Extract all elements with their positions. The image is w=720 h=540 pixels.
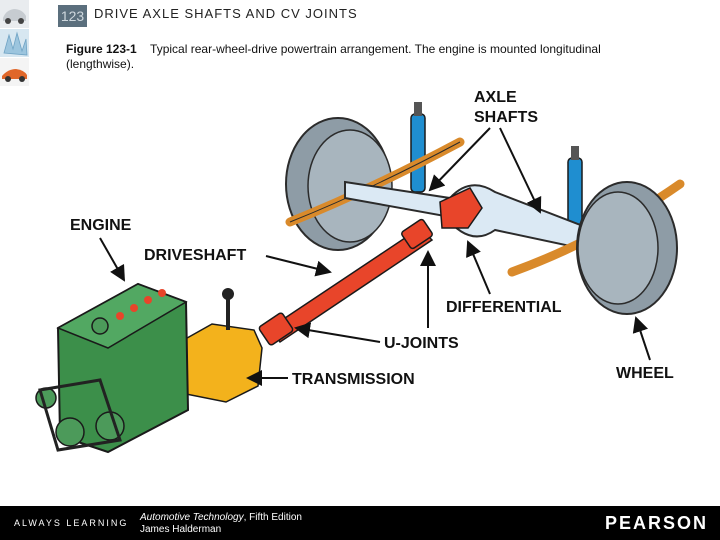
engine-label: ENGINE [70,217,132,234]
book-author: James Halderman [140,524,222,535]
u-joints-label: U-JOINTS [384,335,459,352]
left-shock-absorber [410,102,426,193]
right-rear-wheel [576,181,678,315]
transmission [179,288,263,403]
transmission-label: TRANSMISSION [292,371,415,388]
axle-shafts-label-line2: SHAFTS [474,109,538,126]
sportscar-thumbnail-image [0,58,29,86]
book-edition: , Fifth Edition [243,512,302,523]
publisher-logo: PEARSON [604,513,708,533]
chapter-number: 123 [58,5,87,27]
figure-caption: Figure 123-1 Typical rear-wheel-drive po… [66,42,666,72]
wheel-label: WHEEL [616,365,674,382]
axle-shafts-label-line1: AXLE [474,89,517,106]
figure-label: Figure 123-1 [66,42,137,56]
crystal-thumbnail-image [0,29,29,57]
driveshaft [258,218,434,346]
differential-housing [439,187,483,229]
engine-block [35,282,190,454]
rear-u-joint [258,312,294,346]
car-thumbnail-image [0,0,29,28]
figure-caption-text: Typical rear-wheel-drive powertrain arra… [66,42,601,71]
differential-label: DIFFERENTIAL [446,299,562,316]
front-u-joint [401,218,433,250]
right-shock-absorber [567,146,583,239]
powertrain-diagram: AXLE SHAFTS ENGINE DRIVESHAFT DIFFERENTI… [35,89,685,454]
book-title: Automotive Technology [140,512,244,523]
book-info: Automotive Technology, Fifth Edition Jam… [140,512,302,536]
thumbnail-strip [0,0,29,86]
chapter-title: DRIVE AXLE SHAFTS AND CV JOINTS [94,6,358,21]
footer-bar: ALWAYS LEARNING Automotive Technology, F… [0,506,720,540]
driveshaft-label: DRIVESHAFT [144,247,246,264]
brand-tagline: ALWAYS LEARNING [14,518,129,528]
